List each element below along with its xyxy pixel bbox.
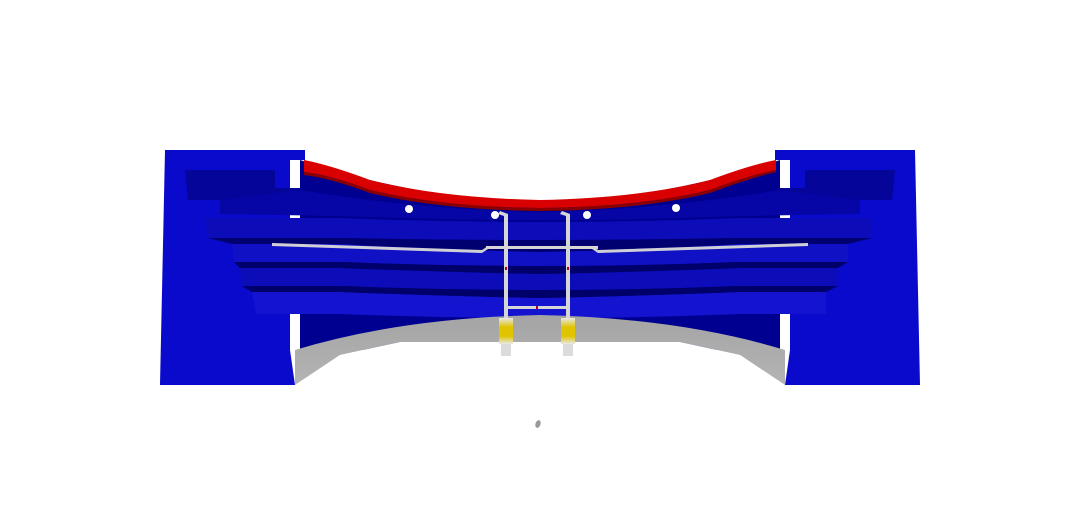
post-marker-right (567, 267, 569, 270)
goalpost-crossbar (486, 246, 598, 249)
seating-tier-4 (252, 292, 826, 318)
goalpost-left-top (498, 211, 508, 225)
goalpost-right-pad (561, 318, 575, 344)
seating-tier-1 (205, 218, 872, 240)
roof-band (304, 160, 776, 208)
goalpost-left-pad (499, 318, 513, 344)
tier-gap-3 (242, 286, 838, 298)
stand-left-upper-tier (185, 170, 300, 200)
post-marker-left (505, 267, 507, 270)
stand-rail-left (272, 243, 488, 253)
goalpost-left-base (501, 344, 511, 356)
tier-gap-1 (208, 238, 872, 252)
pitch (295, 315, 785, 385)
roof-band-edge (304, 170, 776, 211)
floodlight-1 (405, 205, 413, 213)
seating-top-tier (220, 190, 860, 220)
tier-gap-2 (234, 262, 848, 274)
goalpost-right-upright (566, 225, 570, 320)
stand-right-upper-tier (780, 170, 895, 200)
seating-tier-3 (240, 268, 838, 290)
rugby-ball[interactable] (534, 419, 541, 428)
goalpost-right-base (563, 344, 573, 356)
floodlight-3 (583, 211, 591, 219)
post-marker-center (536, 306, 538, 309)
pitch-lower (295, 342, 785, 385)
goalpost-right-top (560, 211, 570, 225)
floodlight-4 (672, 204, 680, 212)
goalpost (486, 211, 598, 356)
floodlight-2 (491, 211, 499, 219)
goalpost-left-upright (504, 225, 508, 320)
stand-rail-right (592, 243, 808, 253)
